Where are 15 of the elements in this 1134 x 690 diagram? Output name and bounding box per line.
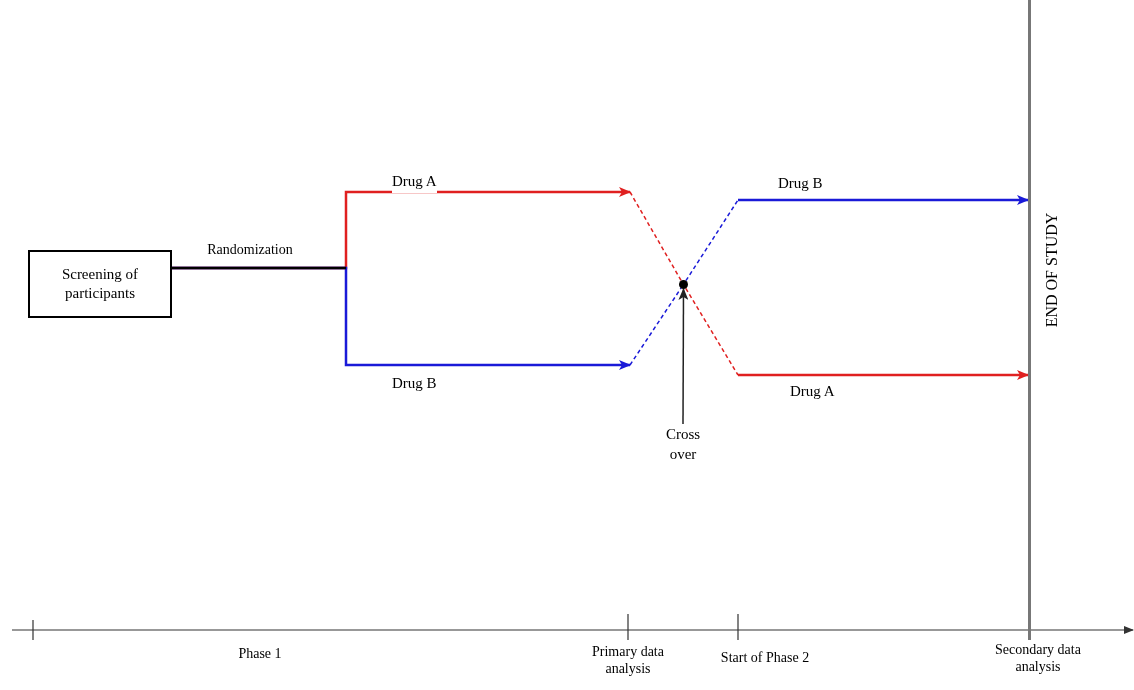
- callout-text: Cross over: [653, 424, 713, 465]
- arrow: [738, 195, 1029, 205]
- arrow: [738, 370, 1029, 380]
- step-label: Randomization: [206, 242, 294, 259]
- end-label: END OF STUDY: [1042, 212, 1061, 328]
- crossover-line: [629, 191, 682, 282]
- crossover-line: [685, 199, 739, 282]
- randomization-line: [172, 266, 346, 270]
- timeline-label: Phase 1: [237, 646, 283, 663]
- timeline-label: Secondary data analysis: [994, 642, 1082, 676]
- process-box: Screening of participants: [28, 250, 172, 318]
- crossover-line: [685, 287, 739, 376]
- leader-arrow: [678, 288, 689, 425]
- timeline-label: Start of Phase 2: [719, 650, 811, 667]
- timeline-label: Primary data analysis: [591, 644, 665, 678]
